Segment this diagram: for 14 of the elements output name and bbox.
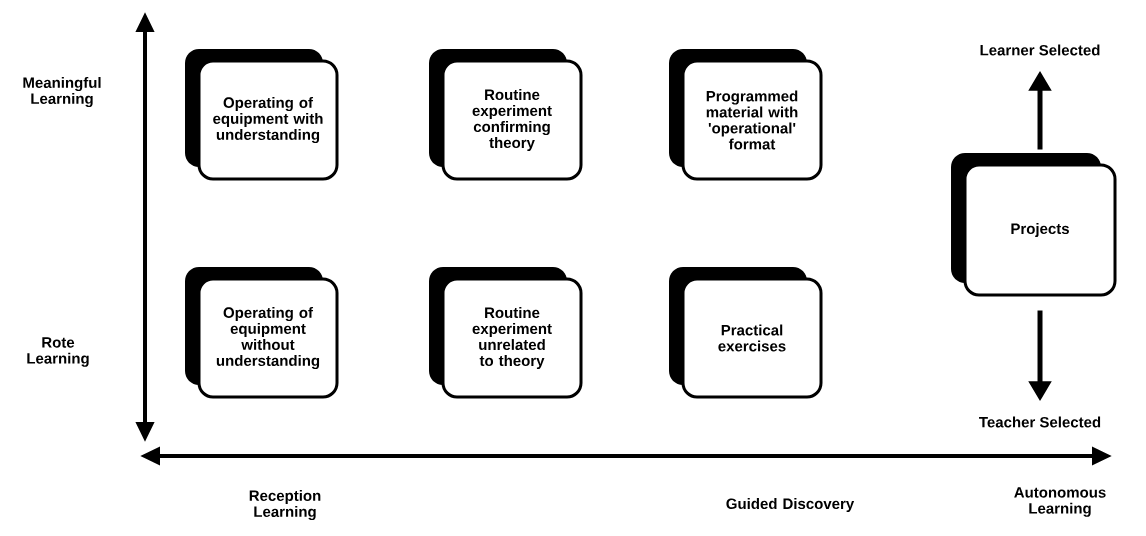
axis-label: Reception Learning	[249, 490, 321, 521]
shadowed-box: Routine experiment unrelated to theory	[429, 267, 583, 399]
shadowed-box: Operating of equipment without understanding	[185, 267, 339, 399]
axis-label: Meaningful Learning	[23, 77, 101, 108]
shadowed-box: Routine experiment confirming theory	[429, 49, 583, 181]
axis-label: Autonomous Learning	[1014, 487, 1106, 517]
axis-label: Rote Learning	[27, 337, 89, 367]
axis-end-label: Learner Selected	[980, 44, 1100, 56]
shadowed-box: Projects	[951, 153, 1117, 297]
axis-label: Guided Discovery	[726, 498, 855, 512]
shadowed-box: Operating of equipment with understanding	[185, 49, 339, 181]
axis-end-label: Teacher Selected	[979, 416, 1101, 428]
shadowed-box: Programmed material with 'operational' format	[669, 49, 823, 181]
shadowed-box: Practical exercises	[669, 267, 823, 399]
